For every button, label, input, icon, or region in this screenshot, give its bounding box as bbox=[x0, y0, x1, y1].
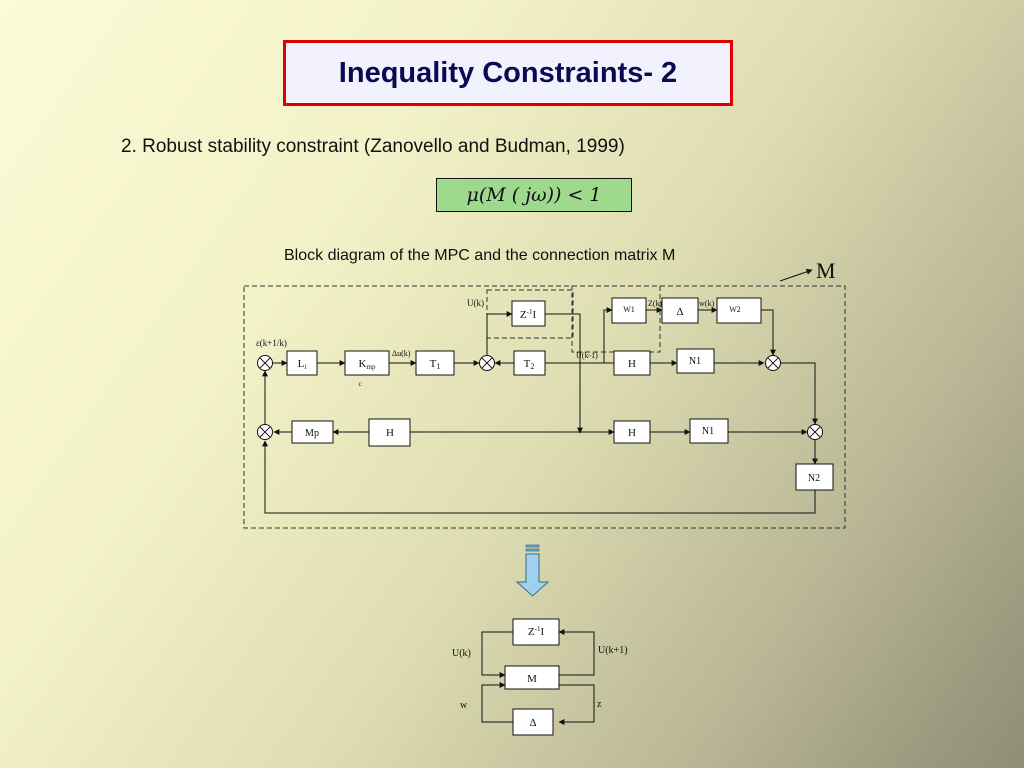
junction-1 bbox=[257, 355, 273, 371]
reduced-label-w: w bbox=[460, 700, 468, 711]
block-t1 bbox=[415, 350, 455, 376]
slide-title-text: Inequality Constraints- 2 bbox=[338, 56, 678, 89]
dashed-region-right bbox=[571, 285, 661, 353]
reduced-diagram: Z-1I M Δ U(k) U(k+1) w z bbox=[452, 618, 628, 736]
label-w1: W1 bbox=[623, 305, 635, 314]
label-t1: T1 bbox=[430, 358, 441, 371]
m-arrow bbox=[779, 268, 813, 282]
label-h-left: H bbox=[386, 427, 394, 439]
label-w2: W2 bbox=[729, 305, 741, 314]
label-h-top: H bbox=[628, 358, 636, 370]
junction-4 bbox=[257, 424, 273, 440]
label-delta: Δ bbox=[676, 306, 683, 318]
label-t2: T2 bbox=[524, 358, 535, 371]
block-h-left bbox=[368, 418, 411, 447]
reduced-label-m: M bbox=[527, 673, 537, 685]
label-n1-top: N1 bbox=[689, 356, 701, 367]
block-n1-bottom bbox=[689, 418, 729, 444]
label-c: c bbox=[358, 380, 361, 388]
block-li bbox=[286, 350, 318, 376]
formula-box: μ(M ( jω)) < 1 bbox=[436, 178, 632, 212]
label-eps: ε(k+1/k) bbox=[256, 338, 287, 348]
dashed-region-outer bbox=[243, 285, 846, 529]
reduced-label-z: z bbox=[597, 699, 602, 710]
block-w2 bbox=[716, 297, 762, 324]
junction-5 bbox=[807, 424, 823, 440]
summing-junctions bbox=[257, 355, 823, 440]
block-h-mid bbox=[613, 420, 651, 444]
label-uk: U(k) bbox=[467, 298, 484, 308]
block-delta bbox=[661, 297, 699, 324]
blocks bbox=[286, 297, 834, 491]
junction-3 bbox=[765, 355, 781, 371]
block-labels: Li Kmp c T1 T2 Z-1I W1 Δ W2 H N1 Mp H H … bbox=[298, 305, 820, 484]
formula-text: μ(M ( jω)) < 1 bbox=[466, 184, 602, 206]
block-t2 bbox=[513, 350, 546, 376]
label-du: Δu(k) bbox=[392, 349, 411, 358]
slide-title: Inequality Constraints- 2 bbox=[283, 40, 733, 106]
reduced-block-m bbox=[504, 665, 560, 690]
label-wk: w(k) bbox=[699, 299, 714, 308]
label-zk: Z(k) bbox=[648, 299, 663, 308]
signal-labels: ε(k+1/k) Δu(k) U(k) U(k-1) Z(k) w(k) bbox=[256, 298, 714, 360]
block-n1-top bbox=[676, 348, 715, 374]
label-li: Li bbox=[298, 358, 307, 371]
label-n1-bottom: N1 bbox=[702, 426, 714, 437]
block-z1i bbox=[511, 300, 546, 327]
label-h-mid: H bbox=[628, 427, 636, 439]
block-mp bbox=[291, 420, 334, 444]
reduced-block-z1i bbox=[512, 618, 560, 646]
reduced-label-delta: Δ bbox=[529, 717, 536, 729]
reduced-label-uk1: U(k+1) bbox=[598, 645, 628, 656]
label-n2: N2 bbox=[808, 473, 820, 484]
diagram-caption: Block diagram of the MPC and the connect… bbox=[284, 247, 676, 264]
label-mp: Mp bbox=[305, 428, 319, 439]
junction-2 bbox=[479, 355, 495, 371]
label-z1i: Z-1I bbox=[520, 308, 537, 321]
reduced-label-uk: U(k) bbox=[452, 648, 471, 659]
transform-arrow bbox=[515, 544, 550, 597]
reduced-block-delta bbox=[512, 708, 554, 736]
m-label: M bbox=[816, 258, 836, 283]
label-uk1: U(k-1) bbox=[576, 351, 598, 360]
reduced-label-z1i: Z-1I bbox=[528, 625, 545, 638]
block-kmp bbox=[344, 350, 390, 376]
block-h-top bbox=[613, 350, 651, 376]
label-kmp: Kmp bbox=[359, 358, 376, 371]
block-n2 bbox=[795, 463, 834, 491]
block-w1 bbox=[611, 297, 647, 324]
subtitle: 2. Robust stability constraint (Zanovell… bbox=[121, 136, 625, 157]
wires bbox=[262, 307, 818, 514]
